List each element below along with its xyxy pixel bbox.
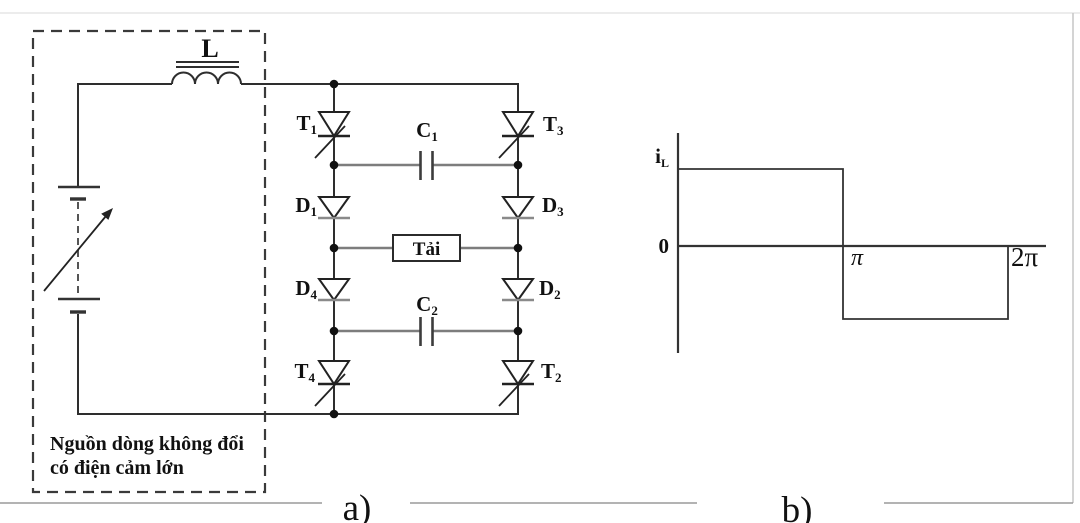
diode-D1-symbol: [317, 196, 351, 220]
thyristor-T4-gate: [314, 373, 346, 407]
wire-bottom-rail: [77, 314, 519, 415]
diode-D2-label: D2: [539, 276, 561, 302]
thyristor-T2-gate: [498, 373, 530, 407]
capacitor-C2-label: C2: [416, 292, 438, 318]
load-label: Tải: [413, 239, 440, 260]
thyristor-T3-symbol: [501, 111, 535, 138]
diode-D1: D1: [295, 193, 351, 220]
thyristor-T4-symbol: [317, 360, 351, 386]
capacitor-C1-label: C1: [416, 118, 438, 144]
inductor: L: [77, 34, 242, 186]
panel-a-label: a): [343, 488, 372, 523]
wire-top-rail: [241, 83, 519, 112]
inductor-label: L: [201, 34, 218, 63]
waveform-y-label: iL: [655, 144, 669, 170]
load: Tải: [334, 234, 518, 262]
diode-D2: D2: [501, 276, 561, 302]
waveform-pi-tick: π: [851, 245, 864, 271]
panel-b-label: b): [782, 490, 813, 523]
junction-dots: [329, 79, 523, 419]
node-dot: [329, 243, 339, 253]
thyristor-T2: T2: [498, 359, 562, 407]
diode-D3: D3: [501, 193, 564, 220]
variable-arrow-shaft: [43, 215, 107, 292]
diode-D3-label: D3: [542, 193, 564, 219]
node-dot: [513, 243, 523, 253]
dc-source: [43, 185, 519, 415]
node-dot: [329, 160, 339, 170]
thyristor-T1-gate: [314, 125, 346, 159]
inductor-coil: [171, 71, 242, 85]
thyristor-T1: T1: [296, 111, 351, 159]
thyristor-T2-symbol: [501, 360, 535, 386]
diode-D4-label: D4: [295, 276, 317, 302]
load-box: [392, 234, 461, 262]
node-dot: [513, 326, 523, 336]
thyristor-T3-label: T3: [543, 112, 564, 138]
load-current-waveform: iL 0 π 2π: [655, 133, 1046, 353]
node-dot: [329, 326, 339, 336]
capacitor-C2: C2: [334, 292, 518, 346]
source-caption-line1: Nguồn dòng không đổi: [50, 433, 244, 455]
node-dot: [329, 79, 339, 89]
node-dot: [329, 409, 339, 419]
thyristor-T1-label: T1: [296, 111, 317, 137]
diode-D4: D4: [295, 276, 351, 302]
current-source-inverter-circuit: L: [43, 34, 564, 479]
waveform-origin-label: 0: [659, 234, 670, 258]
diode-D2-symbol: [501, 278, 535, 302]
figure-frame: [0, 12, 1080, 504]
capacitor-C1: C1: [334, 118, 518, 180]
source-caption: Nguồn dòng không đổi có điện cảm lớn: [50, 433, 244, 479]
diode-D3-symbol: [501, 196, 535, 220]
square-wave-trace: [678, 168, 1009, 320]
thyristor-T4: T4: [294, 359, 351, 407]
current-source-dashed-box: [31, 29, 267, 494]
node-dot: [513, 160, 523, 170]
thyristor-T2-label: T2: [541, 359, 562, 385]
variable-arrow-head: [101, 208, 113, 220]
source-caption-line2: có điện cảm lớn: [50, 457, 184, 479]
waveform-2pi-tick: 2π: [1011, 242, 1039, 272]
thyristor-T3-gate: [498, 125, 530, 159]
wire-source-top: [77, 83, 172, 186]
thyristor-T4-label: T4: [294, 359, 315, 385]
thyristor-T3: T3: [498, 111, 564, 159]
diode-D1-label: D1: [295, 193, 317, 219]
diode-D4-symbol: [317, 278, 351, 302]
thyristor-T1-symbol: [317, 111, 351, 138]
